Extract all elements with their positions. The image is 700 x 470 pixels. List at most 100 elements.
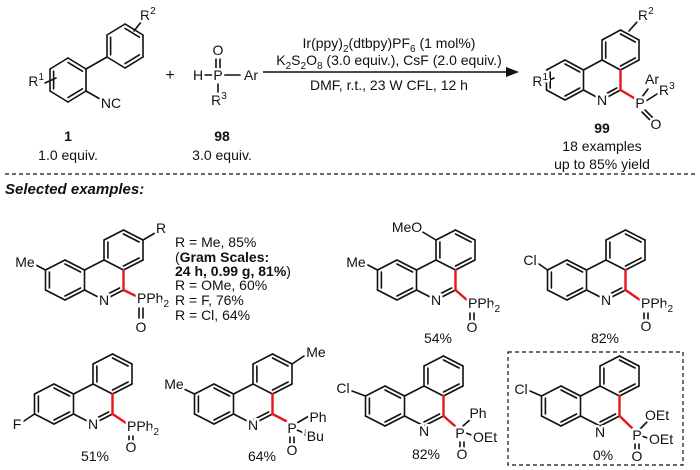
r3-label: R3 xyxy=(211,91,227,108)
bond xyxy=(106,23,126,36)
bond xyxy=(582,59,603,71)
methyl-label: Me xyxy=(306,344,326,360)
nitrogen-label: N xyxy=(431,292,441,308)
inner-double-bond xyxy=(92,411,110,421)
methyl-label: Me xyxy=(15,254,35,270)
phosphinoyl-label: PPh2 xyxy=(468,295,500,315)
inner-double-bond xyxy=(111,357,129,367)
yield-label: 64% xyxy=(248,448,276,464)
bond xyxy=(122,229,144,241)
bond xyxy=(579,385,601,397)
methyl-label: Me xyxy=(346,254,366,270)
bond xyxy=(49,57,69,70)
bond xyxy=(85,56,108,70)
nitrogen-label: N xyxy=(99,292,109,308)
bond xyxy=(545,89,566,101)
bond xyxy=(564,59,585,71)
compound-number: 1 xyxy=(64,128,72,144)
bond xyxy=(365,263,379,271)
phosphinoyl-label: PPh2 xyxy=(137,290,169,310)
oxygen-label: O xyxy=(467,319,478,335)
bond xyxy=(454,259,476,271)
bond xyxy=(124,56,144,69)
inner-double-bond xyxy=(111,381,129,391)
inner-double-bond xyxy=(454,257,472,267)
inner-double-bond xyxy=(564,63,581,73)
nitrogen-label: N xyxy=(595,424,605,440)
bond xyxy=(641,111,651,121)
yield-label: 82% xyxy=(412,446,440,462)
bond xyxy=(376,259,398,271)
bond-layer xyxy=(23,21,658,452)
inner-double-bond xyxy=(605,287,623,297)
solvent-conditions-text: DMF, r.t., 23 W CFL, 12 h xyxy=(310,77,468,93)
reaction-conditions: Ir(ppy)2(dtbpy)PF6 (1 mol%) K2S2O8 (3.0 … xyxy=(263,35,519,93)
bond xyxy=(33,413,55,425)
bond xyxy=(462,417,473,427)
bond xyxy=(454,229,476,241)
ethoxy-label: OEt xyxy=(645,407,669,423)
inner-double-bond xyxy=(624,257,642,267)
phosphorus-label: P xyxy=(287,420,296,436)
example-6: Cl N P Ph OEt O 82% xyxy=(334,378,500,465)
nitrogen-label: N xyxy=(419,423,429,439)
plus-sign: + xyxy=(165,67,174,84)
inner-double-bond xyxy=(122,257,140,267)
bond xyxy=(64,289,86,301)
bond xyxy=(624,259,646,271)
bond xyxy=(103,259,125,271)
variant-text: R = Me, 85% xyxy=(175,234,256,250)
inner-double-bond xyxy=(560,413,578,423)
bond xyxy=(605,259,627,271)
variant-text: R = F, 76% xyxy=(175,292,244,308)
bond xyxy=(560,415,582,427)
bond xyxy=(111,353,133,365)
bond xyxy=(396,259,418,271)
bond xyxy=(546,289,568,301)
bond xyxy=(67,90,87,103)
bond xyxy=(560,385,582,397)
bond xyxy=(49,90,69,103)
bond xyxy=(601,59,622,71)
inner-double-bond xyxy=(252,411,270,421)
phosphorus-label: P xyxy=(455,425,464,441)
bond xyxy=(72,383,94,395)
bond xyxy=(85,90,101,100)
bond xyxy=(252,413,274,425)
bond xyxy=(644,109,654,119)
bond xyxy=(291,355,305,365)
bond xyxy=(53,413,75,425)
bond xyxy=(442,385,464,397)
compound-number: 98 xyxy=(214,128,230,144)
bond xyxy=(403,415,425,427)
inner-double-bond xyxy=(64,263,82,273)
bond xyxy=(601,29,622,41)
ethoxy-label: OEt xyxy=(473,429,497,445)
inner-double-bond xyxy=(601,87,618,97)
inner-double-bond xyxy=(442,383,460,393)
inner-double-bond xyxy=(271,381,289,391)
r3-label: R3 xyxy=(659,81,675,98)
bond xyxy=(103,229,125,241)
max-yield: up to 85% yield xyxy=(554,156,650,172)
bond xyxy=(619,29,640,41)
inner-double-bond xyxy=(396,287,414,297)
reagents-text: K2S2O8 (3.0 equiv.), CsF (2.0 equiv.) xyxy=(276,52,501,72)
bond xyxy=(605,289,627,301)
bond xyxy=(92,383,114,395)
bond xyxy=(106,56,126,69)
nitrogen-label: N xyxy=(88,416,98,432)
bond xyxy=(423,355,445,367)
inner-double-bond xyxy=(618,359,636,369)
bond xyxy=(252,353,274,365)
bond xyxy=(232,383,254,395)
inner-double-bond xyxy=(213,411,231,421)
bond xyxy=(213,413,235,425)
equiv-label: 3.0 equiv. xyxy=(192,147,252,163)
bond xyxy=(618,355,640,367)
oxygen-label: O xyxy=(641,318,652,334)
oxygen-label: O xyxy=(136,319,147,335)
bond xyxy=(564,89,585,101)
bond xyxy=(142,232,156,241)
